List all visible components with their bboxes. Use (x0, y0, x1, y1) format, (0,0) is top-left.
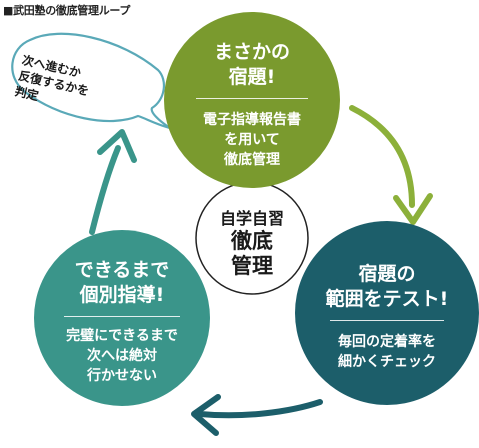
center-line-2: 徹底 (231, 229, 273, 253)
diagram-caption: ■武田塾の徹底管理ループ (3, 4, 131, 17)
left-circle-title: できるまで 個別指導! (42, 258, 202, 308)
left-title-line-1: できるまで (74, 259, 170, 281)
arrow-right-to-left (197, 399, 323, 419)
left-circle-divider (64, 316, 180, 317)
left-body-line-2: 次へは絶対 (87, 348, 157, 364)
left-circle (34, 230, 210, 406)
top-body-line-3: 徹底管理 (224, 152, 280, 168)
top-circle-body: 電子指導報告書 を用いて 徹底管理 (177, 110, 327, 170)
left-body-line-1: 完璧にできるまで (66, 328, 178, 344)
right-body-line-2: 細かくチェック (338, 354, 436, 370)
arrow-left-to-top-head (97, 129, 137, 163)
arrow-top-to-right-head (393, 193, 433, 225)
center-label: 自学自習 徹底 管理 (203, 208, 301, 279)
right-body-line-1: 毎回の定着率を (338, 334, 436, 350)
top-body-line-2: を用いて (224, 132, 280, 148)
top-circle (164, 12, 340, 188)
arrow-top-to-right (349, 105, 415, 208)
right-title-line-1: 宿題の (358, 263, 416, 285)
left-title-line-2: 個別指導! (79, 284, 165, 306)
left-body-line-3: 行かせない (87, 368, 157, 384)
top-title-line-1: まさかの (213, 41, 290, 63)
top-title-line-2: 宿題! (228, 66, 276, 88)
top-body-line-1: 電子指導報告書 (203, 112, 301, 128)
arrow-right-to-left-head (191, 394, 221, 436)
right-circle-body: 毎回の定着率を 細かくチェック (307, 332, 467, 372)
top-circle-title: まさかの 宿題! (177, 40, 327, 90)
right-title-line-2: 範囲をテスト! (325, 288, 449, 310)
right-circle (295, 221, 479, 405)
top-circle-divider (196, 98, 308, 99)
arrow-left-to-top (89, 145, 121, 235)
right-circle-title: 宿題の 範囲をテスト! (307, 262, 467, 312)
center-line-3: 管理 (231, 254, 273, 278)
right-circle-divider (330, 320, 444, 321)
center-line-1: 自学自習 (219, 209, 284, 228)
left-circle-body: 完璧にできるまで 次へは絶対 行かせない (42, 326, 202, 386)
